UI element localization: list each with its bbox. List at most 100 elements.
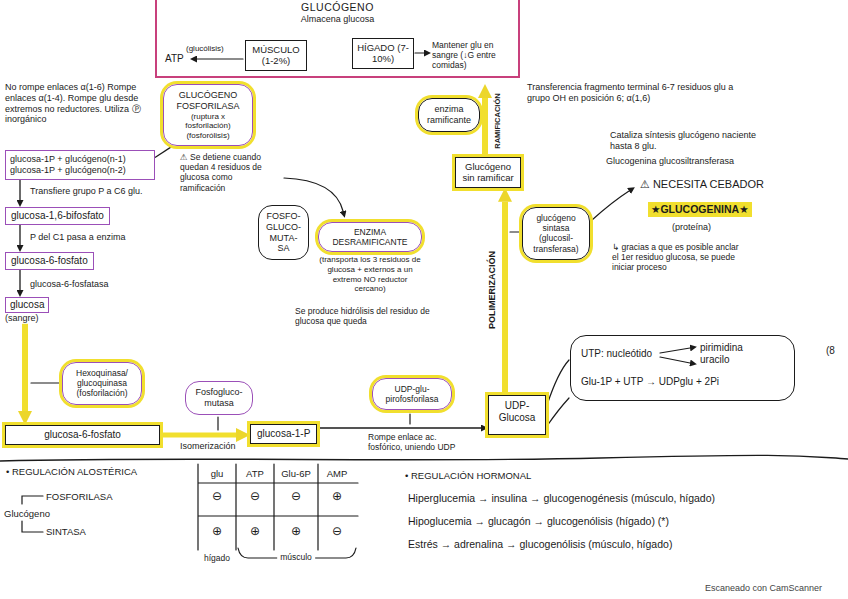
node-text: FOSFO- GLUCO- MUTA- SA (264, 211, 303, 254)
node-text: uracilo (700, 354, 784, 366)
process-note: (proteína) (672, 222, 711, 233)
note-callout: UTP: nucleótidopirimidinauraciloGlu-1P +… (570, 335, 795, 401)
arrow-label: RAMIFICACIÓN (493, 93, 502, 148)
edge-label: Isomerización (180, 441, 236, 452)
edge-label: glucosa-6-fosfatasa (30, 279, 109, 290)
node-text: glucógeno sintasa (528, 213, 584, 233)
node-text: Almacena glucosa (157, 14, 518, 25)
pointer-arrow (592, 191, 629, 220)
process-box: Glucógeno sin ramificar (455, 157, 521, 188)
node-text: UTP: nucleótido (581, 348, 666, 360)
table-row-label: FOSFORILASA (46, 491, 113, 502)
table-cell: ⊕ (332, 489, 342, 503)
table-cell: ⊕ (212, 524, 222, 538)
enzyme-blob: Fosfogluco- mutasa (185, 381, 253, 415)
process-box: glucosa-1,6-bifosfato (5, 207, 110, 225)
branching-arrow (482, 98, 488, 157)
connector (317, 427, 481, 428)
process-note: ↳ gracias a que es posible anclar el 1er… (612, 242, 742, 273)
mechanism-note: No rompe enlaces α(1-6) Rompe enlaces α(… (5, 82, 157, 125)
table-cell: ⊖ (212, 489, 222, 503)
node-text: (sangre) (5, 313, 49, 324)
process-box: glucosa-1P + glucógeno(n-1) glucosa-1P +… (5, 150, 155, 180)
node-text: glucosa-1,6-bifosfato (11, 210, 104, 222)
node-text: GLUCÓGENO FOSFORILASA (169, 90, 247, 112)
table-row-label: Glucógeno (4, 508, 50, 519)
blood-arrow (415, 52, 424, 53)
node-text: (ruptura x fosforilación) (fosforólisis) (169, 112, 247, 141)
table-cell: ⊕ (250, 524, 260, 538)
enzyme-blob: ENZIMA DESRAMIFICANTE(transporta los 3 r… (318, 222, 422, 294)
bracket-line (547, 398, 569, 426)
connector (160, 433, 236, 438)
table-cell: ⊖ (291, 489, 301, 503)
warning-note: ⚠ Se detiene cuando quedan 4 residuos de… (180, 152, 280, 193)
process-note: Cataliza síntesis glucógeno naciente has… (610, 130, 760, 152)
page-number: (8 (826, 345, 835, 357)
enzyme-blob: glucógeno sintasa(glucosil-transferasa) (522, 207, 590, 260)
branch-arrow (660, 357, 690, 363)
connector (19, 180, 20, 200)
watermark: Escaneado con CamScanner (705, 583, 822, 594)
node-text: (transporta los 3 residuos de glucosa + … (318, 255, 422, 293)
warning-note: ⚠ NECESITA CEBADOR (640, 178, 764, 191)
enzyme-blob: FOSFO- GLUCO- MUTA- SA (258, 205, 309, 260)
node-text: Hexoquinasa/ glucoquinasa (fosforilación… (68, 368, 136, 399)
process-box: glucosa-6-fosfato (5, 252, 94, 270)
process-note: Se produce hidrólisis del residuo de glu… (295, 306, 445, 326)
node-text: Glucógeno sin ramificar (460, 161, 516, 184)
node-text: enzima ramificante (424, 104, 474, 126)
node-text: ENZIMA DESRAMIFICANTE (318, 222, 422, 252)
regulation-line: Estrés → adrenalina → glucogenólisis (mú… (408, 538, 672, 551)
node-text: Glu-1P + UTP → UDPglu + 2Pi (581, 376, 784, 388)
metabolite-box: glucosa-6-fosfato (5, 425, 160, 445)
table-header: ATP (246, 468, 264, 479)
pointer-arrow (284, 178, 343, 211)
table-footnote: hígado (204, 553, 230, 563)
connector-group (20, 146, 505, 435)
node-text: UDP- Glucosa (493, 400, 541, 424)
separator-line (0, 455, 848, 461)
table-cell: ⊕ (291, 524, 301, 538)
table-cell: ⊖ (332, 524, 342, 538)
enzyme-blob: UDP-glu- pirofosforilasa (372, 378, 452, 410)
glycolysis-arrow (197, 58, 243, 59)
process-note: (glucólisis) (186, 44, 224, 54)
edge-label: Rompe enlace ac. fosfórico, uniendo UDP (368, 432, 473, 452)
branch-arrow (660, 348, 690, 353)
node-text: HÍGADO (7-10%) (356, 42, 410, 65)
function-note: Mantener glu en sangre (↓G entre comidas… (432, 40, 517, 71)
product-label: ATP (165, 53, 184, 65)
edge-label: Transfiere grupo P a C6 glu. (30, 186, 143, 197)
regulation-line: Hiperglucemia → insulina → glucogenogéne… (408, 492, 715, 505)
connector (19, 225, 20, 245)
table-header: Glu-6P (281, 468, 311, 479)
bracket-line (547, 360, 569, 405)
enzyme-blob: enzima ramificante (418, 98, 480, 132)
metabolite-box: UDP- Glucosa (488, 395, 546, 435)
node-text: glucosa-1-P (257, 428, 310, 440)
tissue-box: HÍGADO (7-10%) (352, 38, 414, 69)
tissue-box: MÚSCULO (1-2%) (245, 40, 307, 71)
connector (155, 146, 172, 157)
table-header: AMP (327, 468, 348, 479)
node-text: (glucosil-transferasa) (528, 233, 584, 253)
node-text: glucosa (5, 297, 49, 313)
leader-line (31, 382, 61, 383)
connector (502, 202, 508, 395)
edge-label: POLIMERIZACIÓN (487, 251, 498, 329)
section-heading: • REGULACIÓN ALOSTÉRICA (6, 466, 137, 477)
leader-line (409, 414, 410, 424)
section-heading: • REGULACIÓN HORMONAL (405, 470, 531, 481)
node-text: Fosfogluco- mutasa (191, 387, 247, 409)
node-text: UDP-glu- pirofosforilasa (378, 384, 446, 404)
connector (19, 270, 20, 290)
process-note: Transferencia fragmento terminal 6-7 res… (527, 82, 747, 104)
enzyme-blob: GLUCÓGENO FOSFORILASA(ruptura x fosforil… (163, 84, 253, 146)
table-grid (198, 464, 358, 550)
process-box: glucosa(sangre) (5, 297, 49, 324)
enzyme-blob: Hexoquinasa/ glucoquinasa (fosforilación… (62, 362, 142, 405)
metabolite-box: glucosa-1-P (250, 424, 317, 444)
node-text: glucosa-6-fosfato (11, 255, 88, 267)
table-row-label: SINTASA (46, 526, 86, 537)
